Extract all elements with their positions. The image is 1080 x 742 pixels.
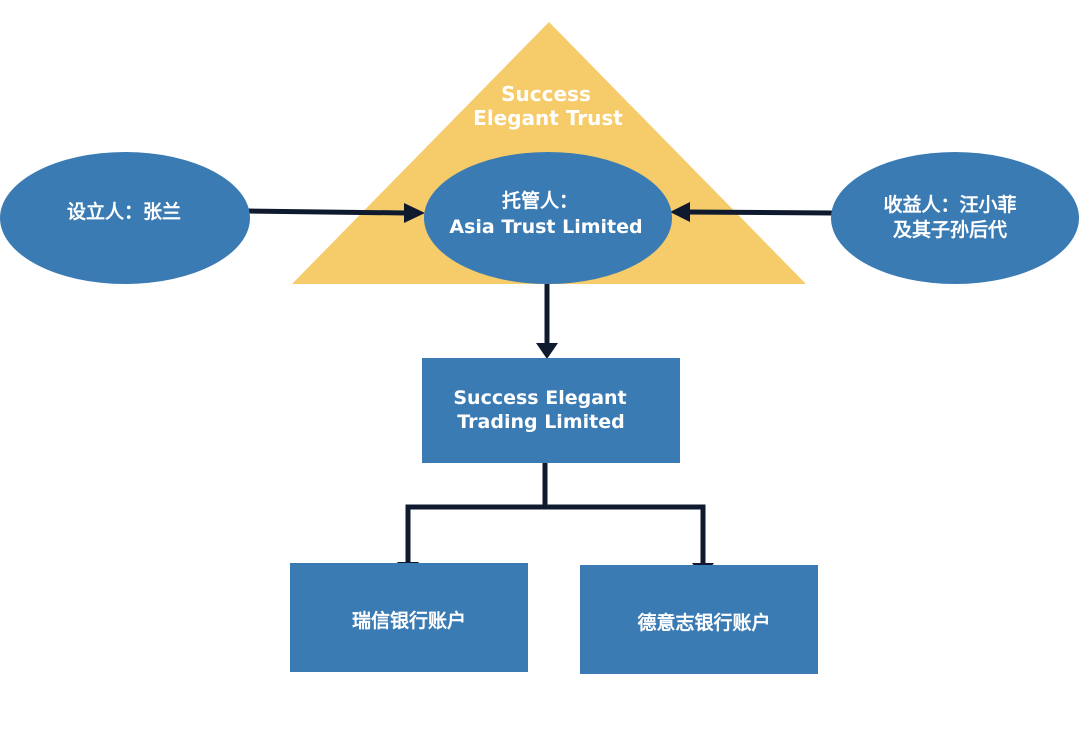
trustee-label-line2: Asia Trust Limited bbox=[449, 216, 642, 238]
company-to-accounts-connector-right bbox=[545, 504, 706, 563]
beneficiary-to-trustee-connector bbox=[687, 209, 833, 216]
account-node-deutsche bbox=[580, 565, 818, 674]
trust-name-line1: Success bbox=[501, 82, 591, 106]
account-label-ubs: 瑞信银行账户 bbox=[352, 609, 466, 632]
settlor-label: 设立人：张兰 bbox=[67, 200, 181, 223]
company-label-line1: Success Elegant bbox=[453, 387, 626, 409]
beneficiary-to-trustee-arrowhead bbox=[670, 202, 690, 222]
company-to-accounts-connector bbox=[405, 462, 548, 562]
company-node bbox=[422, 358, 680, 463]
trust-name-line2: Elegant Trust bbox=[473, 106, 623, 130]
company-label-line2: Trading Limited bbox=[457, 411, 624, 433]
trustee-node bbox=[424, 152, 672, 284]
settlor-to-trustee-arrowhead bbox=[404, 203, 425, 223]
account-node-ubs bbox=[290, 563, 528, 672]
settlor-to-trustee-connector bbox=[247, 208, 407, 216]
settlor-node bbox=[0, 152, 250, 284]
account-label-deutsche: 德意志银行账户 bbox=[637, 611, 770, 634]
beneficiary-node bbox=[831, 152, 1079, 284]
beneficiary-label-line2: 及其子孙后代 bbox=[893, 219, 1007, 241]
trustee-to-company-arrowhead bbox=[536, 343, 558, 359]
trustee-label-line1: 托管人： bbox=[502, 189, 578, 212]
beneficiary-label-line1: 收益人：汪小菲 bbox=[883, 193, 1016, 216]
